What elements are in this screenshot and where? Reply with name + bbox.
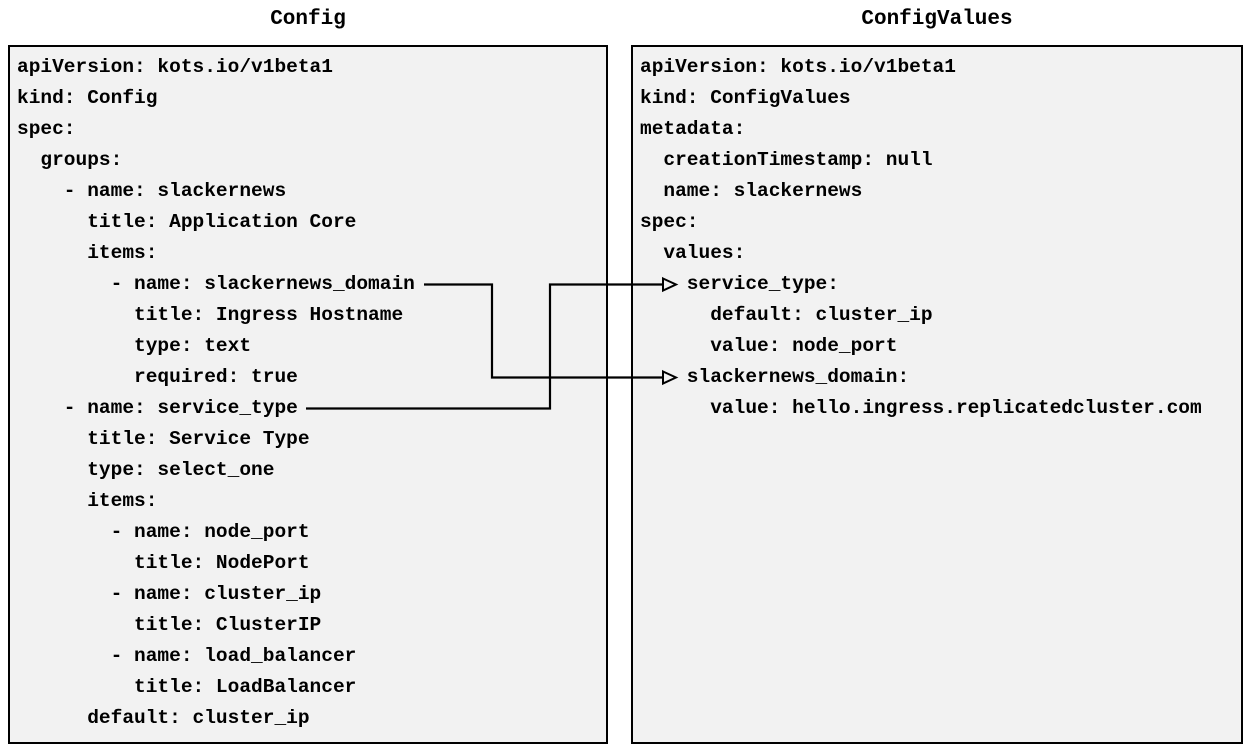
config-yaml-code: apiVersion: kots.io/v1beta1 kind: Config… [17, 56, 415, 729]
configvalues-panel-title: ConfigValues [861, 8, 1013, 31]
config-yaml-panel: apiVersion: kots.io/v1beta1 kind: Config… [8, 45, 608, 744]
configvalues-yaml-code: apiVersion: kots.io/v1beta1 kind: Config… [640, 56, 1202, 419]
config-panel-title: Config [270, 8, 346, 31]
configvalues-yaml-panel: apiVersion: kots.io/v1beta1 kind: Config… [631, 45, 1243, 744]
